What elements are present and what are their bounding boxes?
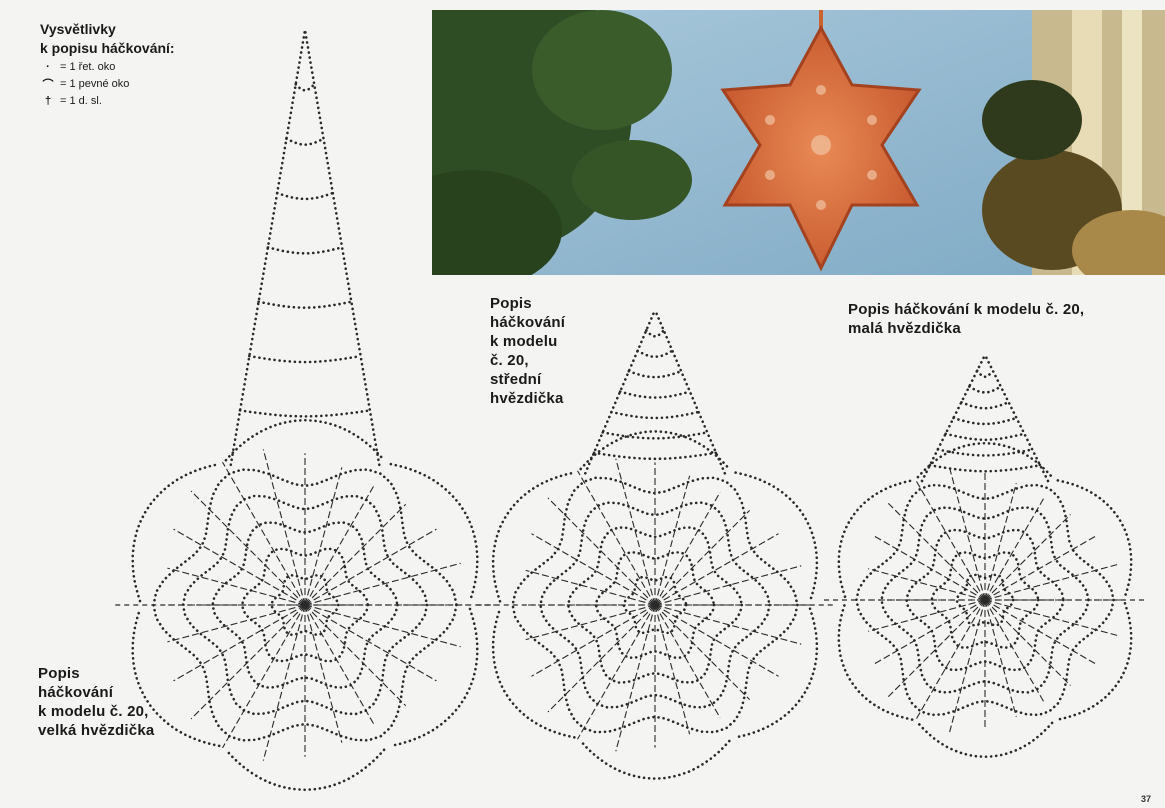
- small-star-caption: Popis háčkování k modelu č. 20, malá hvě…: [848, 300, 1084, 338]
- stitch-spoke: [985, 600, 1117, 635]
- caption-line: háčkování: [38, 683, 154, 702]
- stitch-spoke: [985, 600, 1016, 717]
- stitch-spoke: [305, 485, 374, 605]
- stitch-spoke: [548, 605, 655, 712]
- point-row: [259, 302, 352, 308]
- small-star-diagram: [824, 355, 1146, 757]
- point-row: [268, 247, 342, 253]
- stitch-spoke: [655, 605, 720, 718]
- stitch-spoke: [655, 605, 690, 734]
- stitch-spoke: [305, 605, 436, 681]
- stitch-spoke: [305, 563, 461, 605]
- stitch-spoke: [655, 566, 801, 605]
- stitch-spoke: [655, 534, 778, 605]
- point-row: [249, 356, 360, 362]
- point-row: [638, 351, 673, 357]
- large-star-caption: Popis háčkování k modelu č. 20, velká hv…: [38, 664, 154, 740]
- point-edge: [305, 30, 379, 465]
- stitch-spoke: [548, 498, 655, 605]
- stitch-spoke: [174, 605, 305, 681]
- point-row: [646, 330, 663, 336]
- scallop-edge: [1058, 603, 1131, 719]
- stitch-spoke: [950, 600, 985, 732]
- point-row: [594, 453, 716, 459]
- stitch-spoke: [985, 600, 1097, 664]
- stitch-spoke: [532, 534, 655, 605]
- stitch-spoke: [873, 536, 985, 600]
- point-row: [977, 371, 993, 377]
- caption-line: k modelu č. 20,: [38, 702, 154, 721]
- caption-line: Popis: [38, 664, 154, 683]
- caption-line: hvězdička: [490, 389, 565, 408]
- stitch-spoke: [305, 529, 436, 605]
- point-row: [611, 412, 698, 418]
- stitch-spoke: [305, 605, 342, 743]
- scallop-edge: [918, 723, 1052, 757]
- stitch-spoke: [915, 479, 985, 600]
- stitch-spoke: [655, 605, 801, 644]
- scallop-edge: [839, 603, 912, 719]
- stitch-spoke: [985, 483, 1016, 600]
- medium-star-caption: Popis háčkování k modelu č. 20, střední …: [490, 294, 565, 408]
- stitch-spoke: [616, 459, 655, 605]
- caption-line: velká hvězdička: [38, 721, 154, 740]
- stitch-spoke: [191, 491, 305, 605]
- stitch-spoke: [985, 515, 1070, 600]
- caption-line: Popis: [490, 294, 565, 313]
- stitch-spoke: [305, 467, 342, 605]
- stitch-spoke: [915, 600, 985, 721]
- caption-line: k modelu: [490, 332, 565, 351]
- point-edge: [655, 310, 725, 473]
- caption-line: háčkování: [490, 313, 565, 332]
- point-row: [620, 392, 690, 398]
- point-row: [961, 402, 1008, 408]
- point-row: [286, 139, 323, 145]
- stitch-spoke: [888, 503, 985, 600]
- scallop-edge: [1058, 480, 1131, 596]
- point-row: [629, 371, 681, 377]
- caption-line: střední: [490, 370, 565, 389]
- point-row: [969, 387, 1001, 393]
- stitch-spoke: [655, 605, 778, 676]
- point-row: [946, 434, 1025, 440]
- stitch-spoke: [655, 476, 690, 605]
- point-row: [603, 432, 708, 438]
- stitch-spoke: [985, 536, 1097, 600]
- point-row: [930, 465, 1040, 471]
- point-edge: [985, 355, 1048, 481]
- caption-line: Popis háčkování k modelu č. 20,: [848, 300, 1084, 319]
- stitch-spoke: [888, 600, 985, 697]
- stitch-spoke: [526, 570, 655, 605]
- caption-line: malá hvězdička: [848, 319, 1084, 338]
- stitch-spoke: [655, 510, 750, 605]
- stitch-spoke: [985, 498, 1044, 600]
- stitch-spoke: [532, 605, 655, 676]
- large-star-diagram: [115, 30, 495, 790]
- stitch-spoke: [305, 605, 461, 647]
- stitch-spoke: [174, 529, 305, 605]
- stitch-spoke: [868, 600, 985, 631]
- caption-line: č. 20,: [490, 351, 565, 370]
- scallop-edge: [493, 609, 574, 738]
- scallop-edge: [839, 480, 912, 596]
- stitch-spoke: [305, 605, 406, 706]
- stitch-spoke: [191, 605, 305, 719]
- stitch-spoke: [655, 492, 720, 605]
- stitch-spoke: [873, 600, 985, 664]
- point-row: [277, 193, 333, 199]
- scallop-edge: [493, 473, 574, 602]
- point-row: [954, 418, 1017, 424]
- point-row: [240, 410, 370, 416]
- point-row: [296, 84, 315, 90]
- page-number: 37: [1141, 794, 1151, 804]
